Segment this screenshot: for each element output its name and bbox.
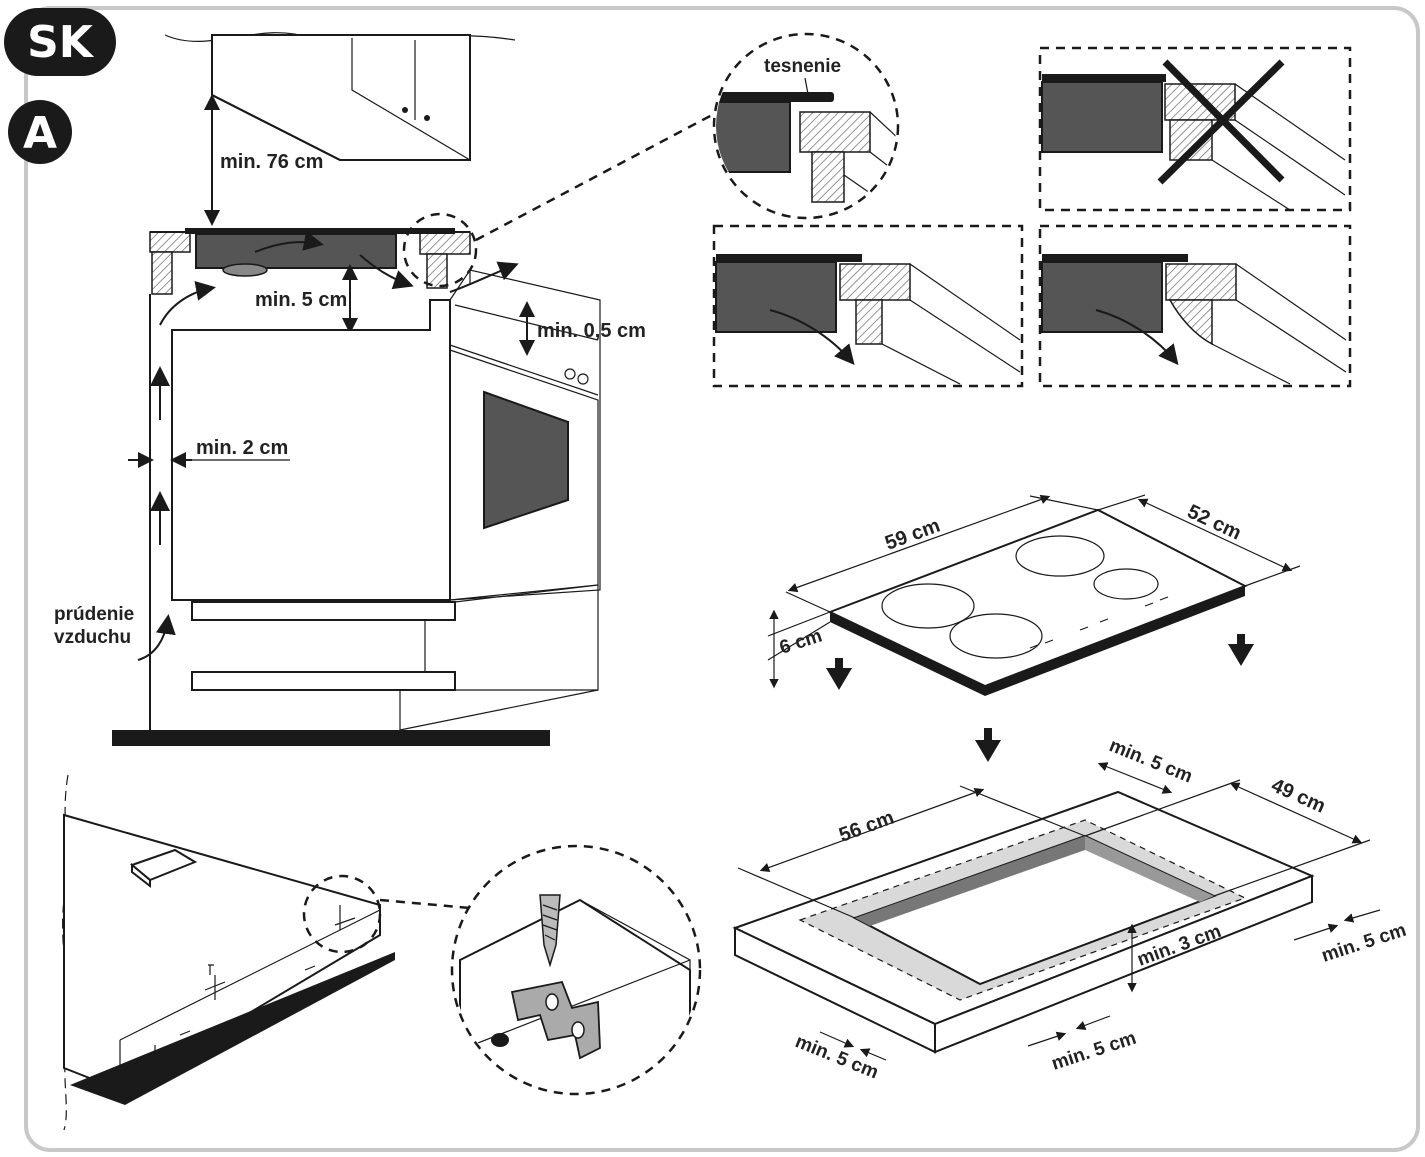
label-hob-height: 6 cm — [777, 625, 825, 658]
label-hob-width: 59 cm — [882, 515, 943, 555]
label-airflow-2: vzduchu — [54, 627, 131, 648]
figure-badge: A — [8, 100, 72, 164]
label-cut-min5-top: min. 5 cm — [1106, 735, 1195, 787]
language-badge-text: SK — [27, 17, 95, 68]
label-hob-depth: 52 cm — [1184, 501, 1245, 545]
wrong-install-box — [1038, 46, 1352, 212]
label-cut-width: 56 cm — [836, 807, 897, 847]
label-min-76: min. 76 cm — [220, 151, 323, 173]
label-cut-depth: 49 cm — [1268, 774, 1329, 817]
label-seal: tesnenie — [764, 56, 841, 77]
hob-dimensions: 59 cm 52 cm 6 cm — [767, 494, 1301, 762]
label-airflow-1: prúdenie — [54, 604, 134, 625]
cutout-dimensions: 56 cm min. 5 cm 49 cm min. 5 cm min. 3 c… — [732, 735, 1409, 1083]
cabinet-side-view: min. 76 cm min. 5 cm min. 0,5 cm — [54, 32, 713, 746]
label-min-2: min. 2 cm — [196, 437, 288, 459]
page-frame — [24, 6, 1420, 1152]
figure-badge-text: A — [23, 108, 57, 159]
label-min-05: min. 0,5 cm — [537, 320, 646, 342]
correct-install-box-2 — [1038, 224, 1352, 388]
language-badge: SK — [4, 8, 116, 76]
label-min-5-top: min. 5 cm — [255, 289, 347, 311]
bracket-mounting-view — [62, 774, 702, 1131]
seal-detail: tesnenie — [712, 32, 900, 220]
correct-install-box-1 — [712, 224, 1024, 388]
